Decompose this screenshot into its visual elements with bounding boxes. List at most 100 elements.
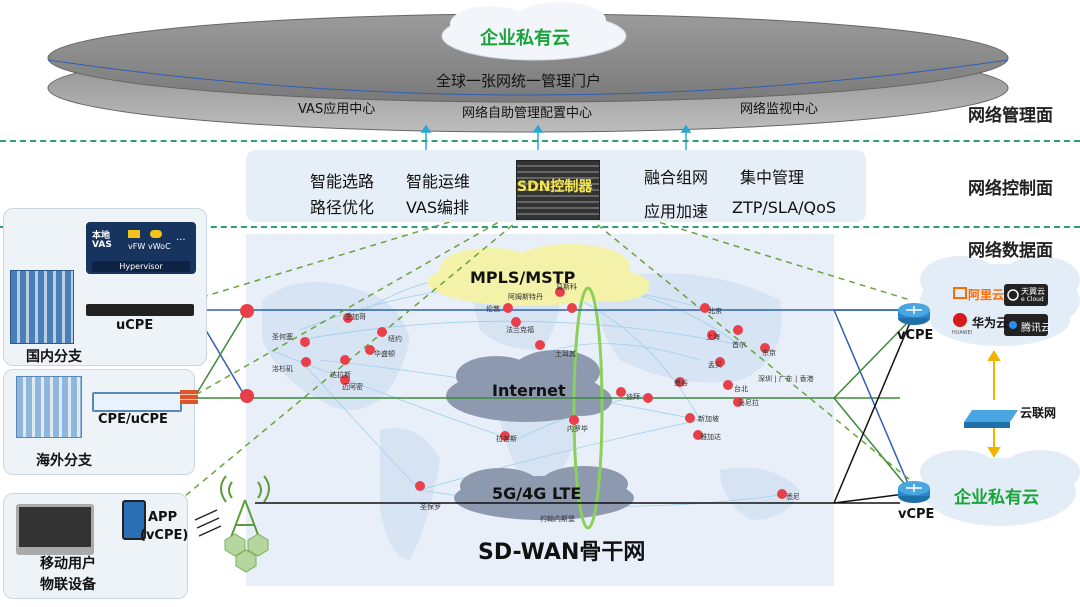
city-label: 曼谷 xyxy=(674,379,688,387)
tencent-logo xyxy=(1004,314,1048,336)
city-label: 圣何塞 xyxy=(272,333,293,341)
tianyi-label: 天翼云 xyxy=(1021,287,1045,296)
firewall-icon xyxy=(180,390,198,404)
city-label: 达拉斯 xyxy=(330,371,351,379)
overseas-building-icon xyxy=(16,376,82,438)
city-label: 东京 xyxy=(762,349,776,357)
ztp-sla-qos-label: ZTP/SLA/QoS xyxy=(732,198,837,217)
vfw-icon xyxy=(128,230,140,238)
vcpe-bottom-label: vCPE xyxy=(898,507,935,522)
link-nodes xyxy=(240,303,787,499)
city-label: 马尼拉 xyxy=(738,399,759,407)
mpls-label: MPLS/MSTP xyxy=(470,268,576,287)
app-vcpe-label: (vCPE) xyxy=(140,528,189,543)
city-label: 阿姆斯特丹 xyxy=(508,293,543,301)
vwoc-label: vWoC xyxy=(148,242,171,251)
config-center-label: 网络自助管理配置中心 xyxy=(462,106,593,121)
city-label: 孟买 xyxy=(708,361,722,369)
sdn-controller-icon xyxy=(516,160,600,220)
aliyun-label: 阿里云 xyxy=(968,288,1005,302)
wireless-signal-icon xyxy=(194,509,222,537)
backbone-ring xyxy=(572,286,604,530)
city-label: 圣保罗 xyxy=(420,503,441,511)
vas-orchestration-label: VAS编排 xyxy=(406,198,470,217)
internet-cloud xyxy=(446,350,612,422)
city-label: 迪拜 xyxy=(626,393,640,401)
top-cloud-label: 企业私有云 xyxy=(480,28,570,49)
portal-label: 全球一张网统一管理门户 xyxy=(436,72,602,90)
path-optimization-label: 路径优化 xyxy=(310,198,375,217)
city-label: 迈阿密 xyxy=(342,383,363,391)
sdn-controller-label: SDN控制器 xyxy=(517,179,593,195)
cpe-device-icon xyxy=(92,392,182,412)
city-nodes xyxy=(300,287,770,441)
huawei-label: 华为云 xyxy=(972,316,1009,330)
mpls-cloud xyxy=(428,244,650,306)
transport-links xyxy=(193,309,913,504)
city-label: 华盛顿 xyxy=(374,350,395,358)
laptop-icon xyxy=(16,504,94,555)
backbone-title: SD-WAN骨干网 xyxy=(478,540,646,565)
hex-cells xyxy=(224,533,269,573)
right-private-cloud xyxy=(920,450,1080,526)
phone-icon xyxy=(122,500,146,540)
vfw-label: vFW xyxy=(128,242,146,251)
huawei-logo xyxy=(953,313,967,327)
mobile-users-label: 移动用户 xyxy=(40,556,96,572)
city-label: 拉各斯 xyxy=(496,435,517,443)
hypervisor-bar: Hypervisor xyxy=(92,261,190,272)
cell-tower-icon xyxy=(220,475,270,541)
smart-routing-label: 智能选路 xyxy=(310,172,375,191)
local-vas-label-1: 本地 xyxy=(92,231,111,241)
management-plane-label: 网络管理面 xyxy=(968,106,1053,126)
data-plane-label: 网络数据面 xyxy=(968,241,1053,261)
city-label: 内罗毕 xyxy=(567,425,588,433)
right-private-cloud-label: 企业私有云 xyxy=(954,488,1039,508)
tencent-label: 腾讯云 xyxy=(1021,323,1051,334)
separator-control xyxy=(0,226,1080,228)
vcpe-top-label: vCPE xyxy=(897,328,934,343)
lte-label: 5G/4G LTE xyxy=(492,484,582,503)
city-label: 悉尼 xyxy=(786,493,800,501)
city-label: 首尔 xyxy=(732,341,746,349)
vnf-more-label: ... xyxy=(176,232,186,243)
cloud-link-arrows xyxy=(987,350,1001,458)
city-label: 洛杉矶 xyxy=(272,365,293,373)
huawei-small-label: HUAWEI xyxy=(952,330,973,336)
monitor-center-label: 网络监视中心 xyxy=(740,102,819,117)
converged-networking-label: 融合组网 xyxy=(644,168,709,187)
top-private-cloud xyxy=(441,2,627,61)
cloud-link-label: 云联网 xyxy=(1020,406,1057,420)
local-vas-label-2: VAS xyxy=(92,240,112,250)
city-label: 莫斯科 xyxy=(556,283,577,291)
app-acceleration-label: 应用加速 xyxy=(644,202,709,221)
city-label: 新加坡 xyxy=(698,415,719,423)
smart-ops-label: 智能运维 xyxy=(406,172,471,191)
city-label: 台北 xyxy=(734,385,748,393)
ucpe-device-icon xyxy=(86,304,194,316)
city-label: 上海 xyxy=(706,333,720,341)
vas-center-label: VAS应用中心 xyxy=(298,102,376,117)
cloud-link-switch-icon xyxy=(964,410,1018,428)
central-management-label: 集中管理 xyxy=(740,168,805,187)
city-label: 深圳 | 广东 | 香港 xyxy=(758,375,814,383)
overseas-branch-label: 海外分支 xyxy=(36,453,92,469)
aliyun-logo xyxy=(953,287,967,299)
city-label: 雅加达 xyxy=(700,433,721,441)
city-label: 北京 xyxy=(708,307,722,315)
tianyi-sub-label: e Cloud xyxy=(1021,296,1044,303)
tianyi-logo xyxy=(1004,284,1048,306)
city-label: 土耳其 xyxy=(555,350,576,358)
internet-label: Internet xyxy=(492,381,566,400)
vcpe-bottom-router-icon xyxy=(898,481,930,503)
city-label: 纽约 xyxy=(388,335,402,343)
domestic-building-icon xyxy=(10,270,74,344)
cpe-label: CPE/uCPE xyxy=(98,412,168,427)
iot-devices-label: 物联设备 xyxy=(40,577,96,593)
vwoc-icon xyxy=(150,230,162,238)
city-label: 法兰克福 xyxy=(506,326,534,334)
city-label: 伦敦 xyxy=(486,305,500,313)
domestic-branch-label: 国内分支 xyxy=(26,349,82,365)
vcpe-top-router-icon xyxy=(898,303,930,325)
